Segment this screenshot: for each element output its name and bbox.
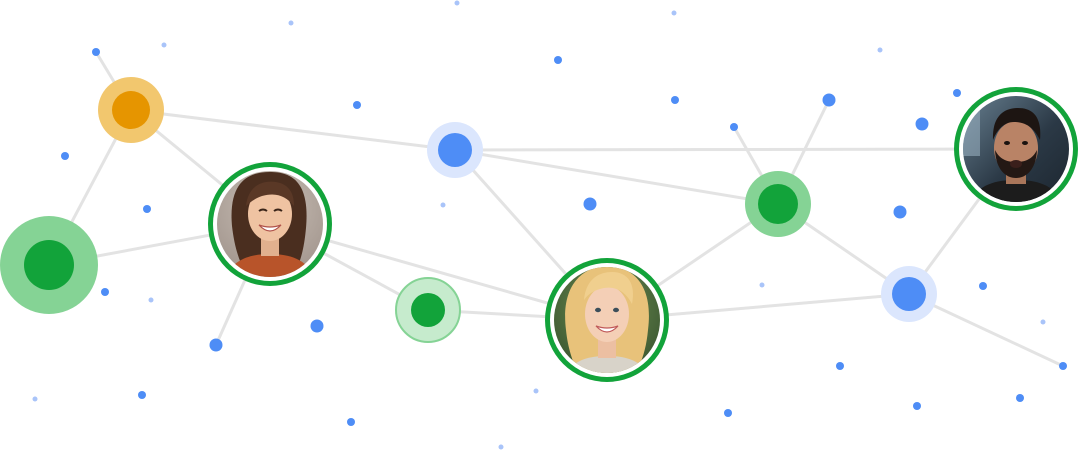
- dot: [979, 282, 987, 290]
- dot: [554, 56, 562, 64]
- orange-hub-node: [98, 77, 164, 143]
- dot: [913, 402, 921, 410]
- dot: [671, 10, 677, 16]
- dot: [209, 338, 223, 352]
- dot: [915, 117, 929, 131]
- green-hub-node-center: [395, 277, 461, 343]
- edge: [908, 292, 1064, 368]
- dot: [61, 152, 69, 160]
- dot: [877, 47, 883, 53]
- dot: [143, 205, 151, 213]
- dot: [310, 319, 324, 333]
- dot: [533, 388, 539, 394]
- dot: [893, 205, 907, 219]
- dot: [724, 409, 732, 417]
- dot: [161, 42, 167, 48]
- scattered-dots: [32, 0, 1067, 450]
- blue-hub-node-right: [881, 266, 937, 322]
- dot: [101, 288, 109, 296]
- dot: [759, 282, 765, 288]
- dot: [822, 93, 836, 107]
- dot: [498, 444, 504, 450]
- dot: [454, 0, 460, 6]
- dot: [671, 96, 679, 104]
- dot: [583, 197, 597, 211]
- dot: [440, 202, 446, 208]
- green-hub-node-left: [0, 216, 98, 314]
- edge: [454, 148, 779, 206]
- dot: [32, 396, 38, 402]
- dot: [730, 123, 738, 131]
- dot: [347, 418, 355, 426]
- dot: [1016, 394, 1024, 402]
- dot: [353, 101, 361, 109]
- dot: [148, 297, 154, 303]
- dot: [92, 48, 100, 56]
- dot: [953, 89, 961, 97]
- dot: [1040, 319, 1046, 325]
- dot: [1059, 362, 1067, 370]
- avatar-woman-blonde: [545, 258, 669, 382]
- edge: [454, 147, 1017, 152]
- blue-hub-node-top: [427, 122, 483, 178]
- bearded-man-portrait: [963, 96, 1069, 202]
- avatar-man-beard: [954, 87, 1078, 211]
- dot: [836, 362, 844, 370]
- dot: [288, 20, 294, 26]
- avatar-woman-brunette: [208, 162, 332, 286]
- dot: [138, 391, 146, 399]
- green-hub-node-right: [745, 171, 811, 237]
- edge: [130, 108, 456, 152]
- smiling-woman-brunette-portrait: [217, 171, 323, 277]
- smiling-woman-blonde-portrait: [554, 267, 660, 373]
